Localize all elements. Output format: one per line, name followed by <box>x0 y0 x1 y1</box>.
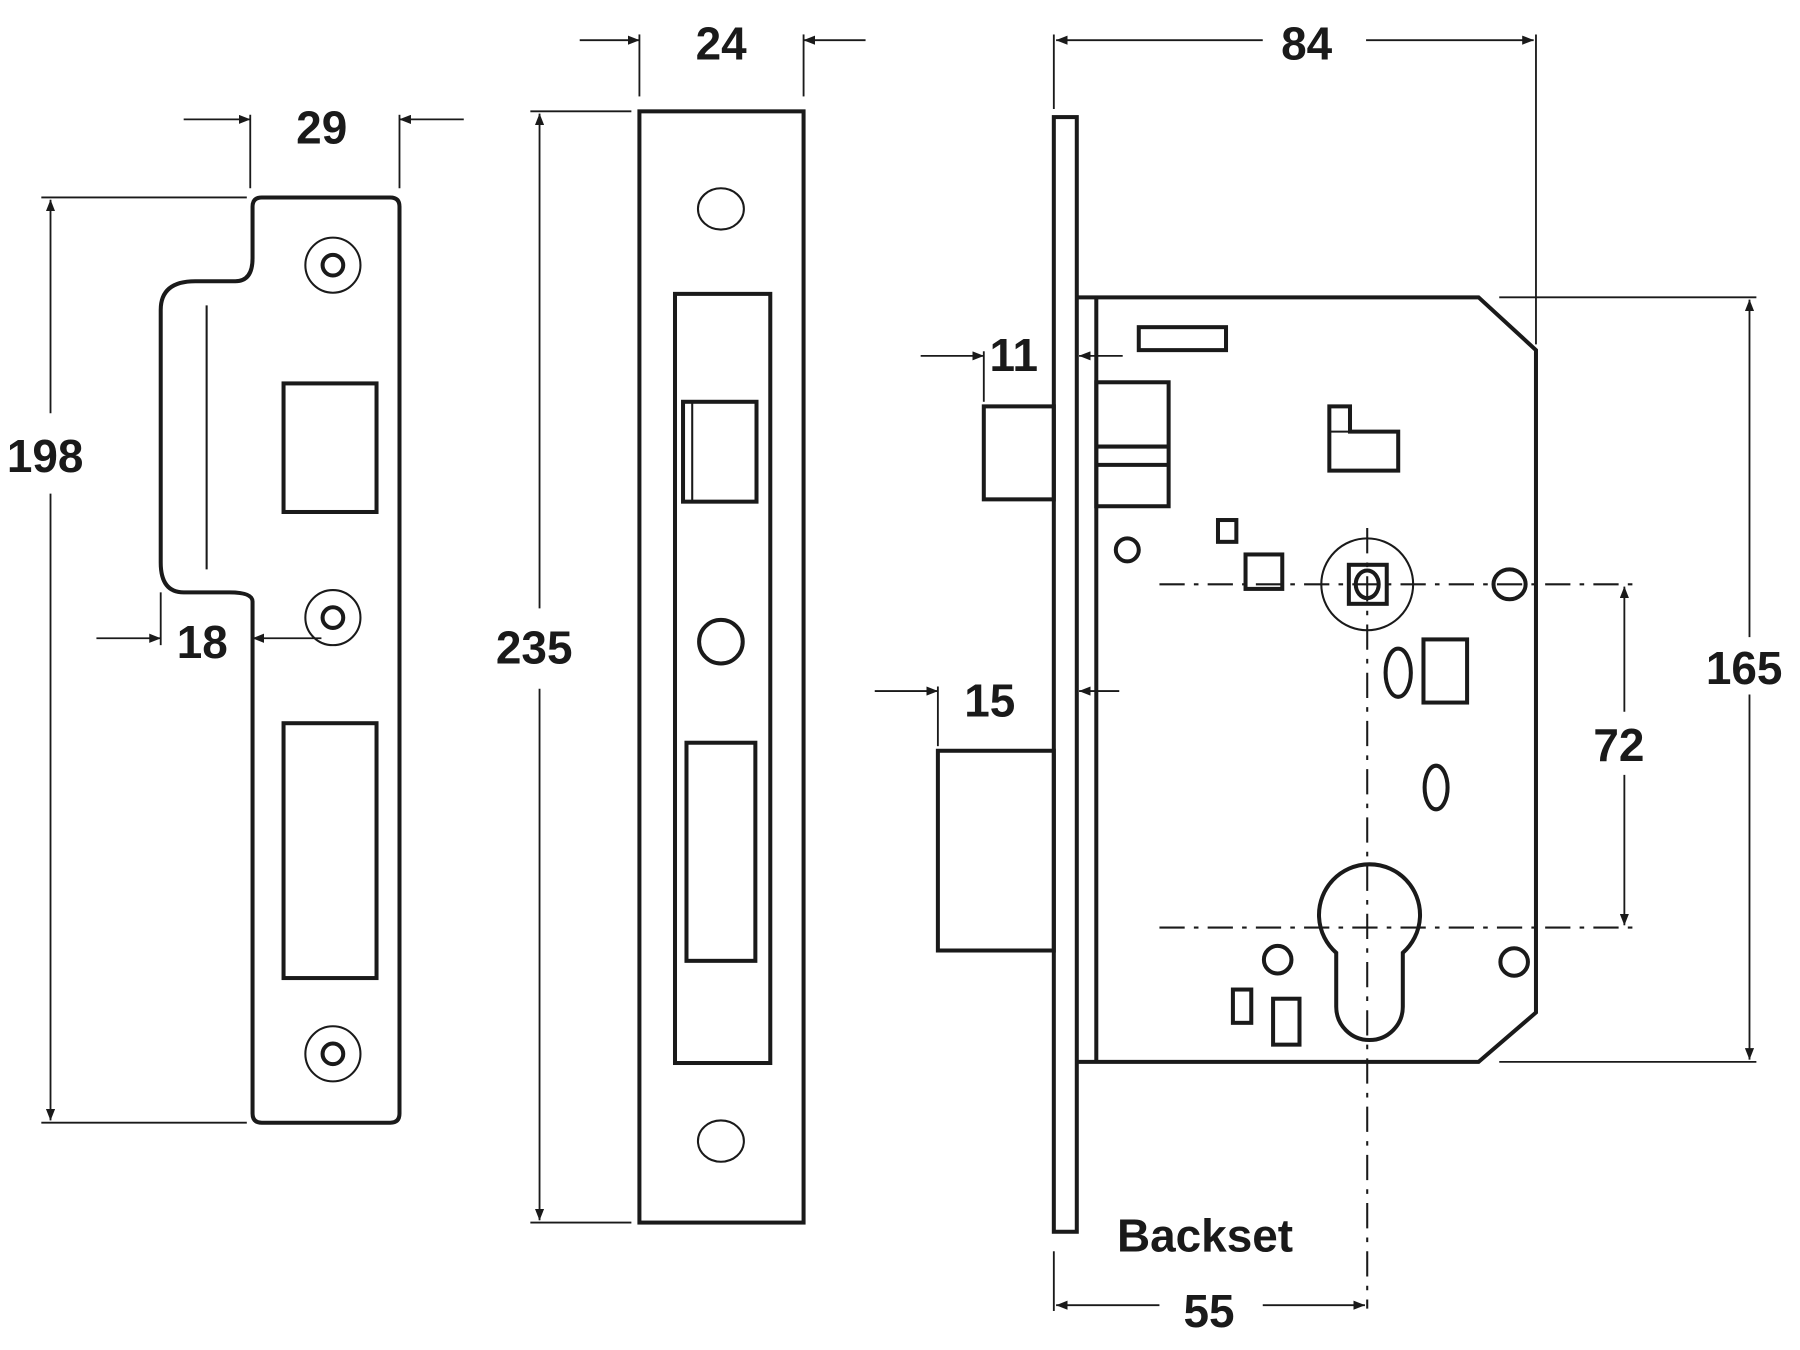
centres-label: 72 <box>1593 719 1644 771</box>
strike-width-label: 29 <box>296 101 347 153</box>
latch-projection-label: 11 <box>990 329 1039 381</box>
backset-value-label: 55 <box>1184 1285 1235 1337</box>
forend-width-label: 24 <box>696 18 748 70</box>
strike-plate <box>158 195 402 1125</box>
forend-height-label: 235 <box>496 622 573 674</box>
euro-cylinder-cutout <box>1317 862 1422 1043</box>
case-height-label: 165 <box>1706 642 1783 694</box>
strike-dimensions: 29 198 18 <box>7 101 464 1124</box>
forend-dimensions: 24 235 <box>496 18 866 1224</box>
dead-bolt <box>935 748 1056 953</box>
latch-bolt <box>981 404 1056 502</box>
strike-height-label: 198 <box>7 430 84 482</box>
backset-text: Backset <box>1117 1209 1293 1261</box>
lock-body <box>935 115 1636 1309</box>
deadbolt-projection-label: 15 <box>964 674 1015 726</box>
lock-dimensions: 84 11 15 165 72 Backset 55 <box>874 18 1783 1337</box>
strike-lip-label: 18 <box>177 616 228 668</box>
case-depth-label: 84 <box>1281 18 1333 70</box>
forend-plate <box>637 109 806 1225</box>
